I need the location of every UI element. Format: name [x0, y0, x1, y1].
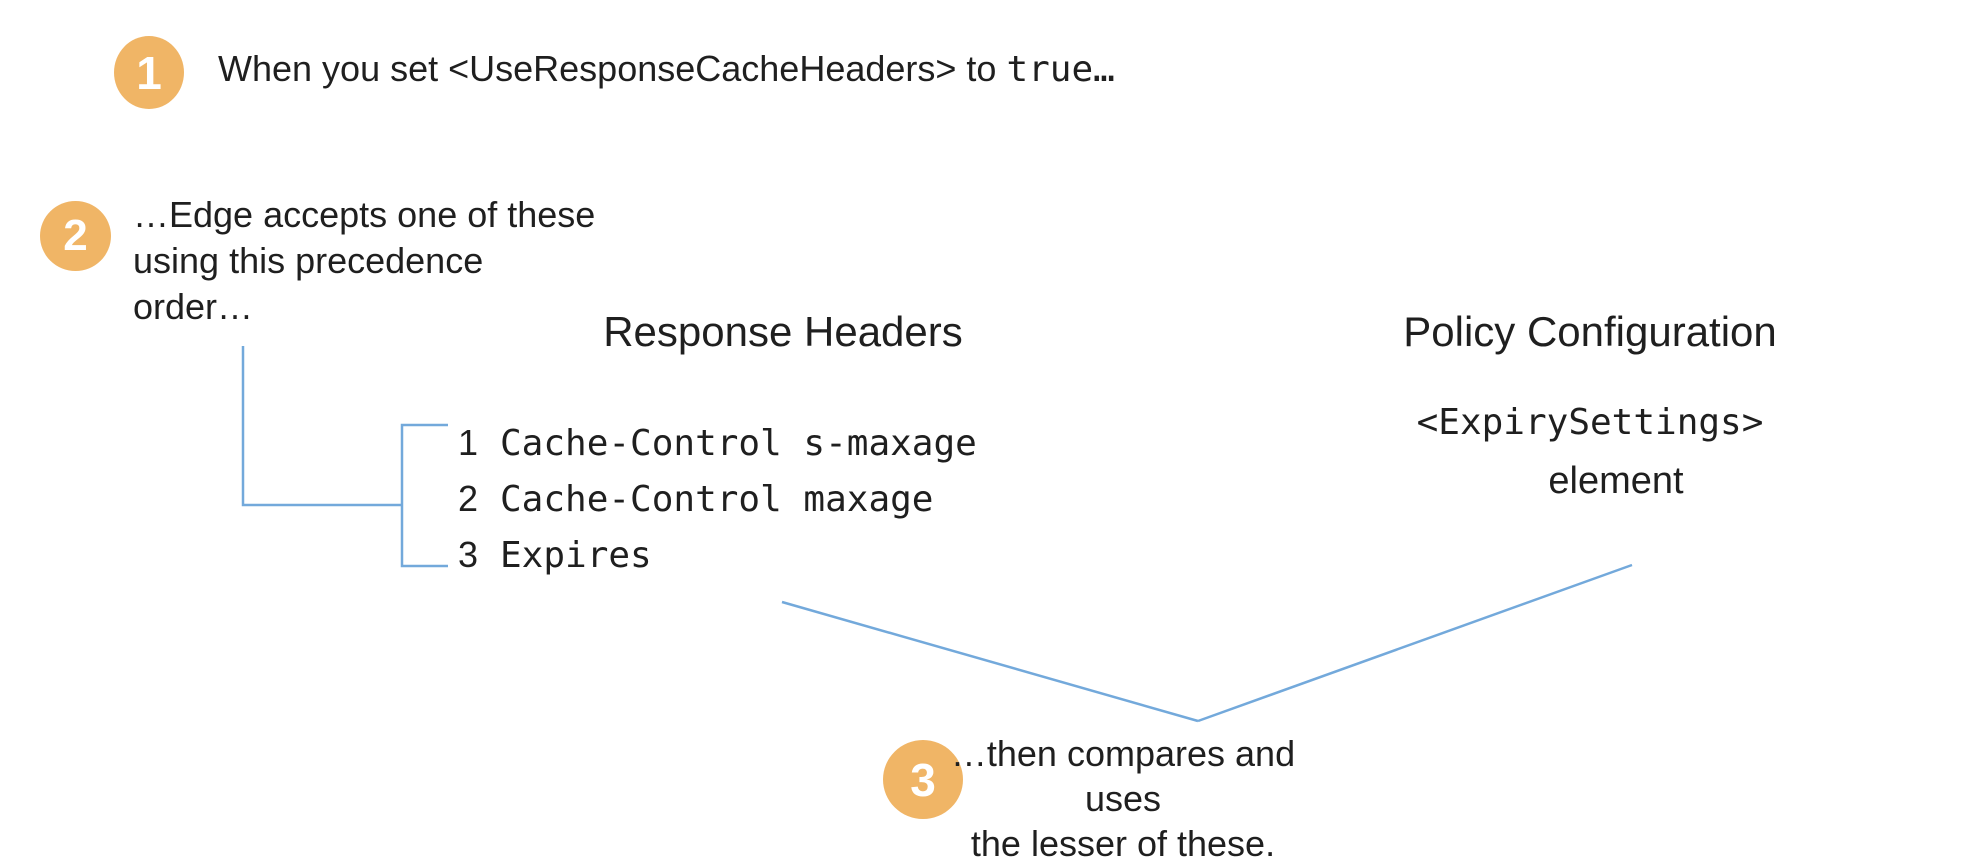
step-1-code-true: true…	[1006, 49, 1115, 90]
expiry-settings-code: <ExpirySettings>	[1416, 402, 1764, 443]
step-3-number: 3	[910, 753, 936, 806]
step-1-number: 1	[136, 46, 162, 99]
compare-right-line	[1197, 563, 1633, 723]
item-rank: 1	[458, 422, 479, 463]
expiry-settings-subtitle: element	[1548, 460, 1684, 502]
step-3-badge: 3	[883, 740, 963, 819]
item-code: Cache-Control s-maxage	[500, 423, 977, 464]
step-2-badge: 2	[40, 201, 111, 271]
step-1-text-sans: When you set <UseResponseCacheHeaders> t…	[218, 48, 1007, 89]
precedence-elbow-line	[241, 346, 402, 507]
step-3-text: …then compares and uses the lesser of th…	[950, 733, 1296, 858]
item-code: Expires	[500, 535, 652, 576]
compare-left-line	[781, 600, 1199, 723]
step-1-text: When you set <UseResponseCacheHeaders> t…	[218, 47, 1115, 92]
response-header-item: 3 Expires	[458, 533, 652, 578]
step-2-number: 2	[63, 211, 88, 260]
policy-configuration-title: Policy Configuration	[1403, 308, 1777, 355]
item-code: Cache-Control maxage	[500, 479, 934, 520]
response-header-item: 2 Cache-Control maxage	[458, 477, 933, 522]
step-1-badge: 1	[114, 36, 184, 109]
item-rank: 3	[458, 534, 479, 575]
step-2-text: …Edge accepts one of these using this pr…	[133, 194, 596, 327]
list-bracket	[400, 423, 448, 568]
item-rank: 2	[458, 478, 479, 519]
response-headers-title: Response Headers	[603, 308, 963, 355]
response-header-item: 1 Cache-Control s-maxage	[458, 421, 977, 466]
